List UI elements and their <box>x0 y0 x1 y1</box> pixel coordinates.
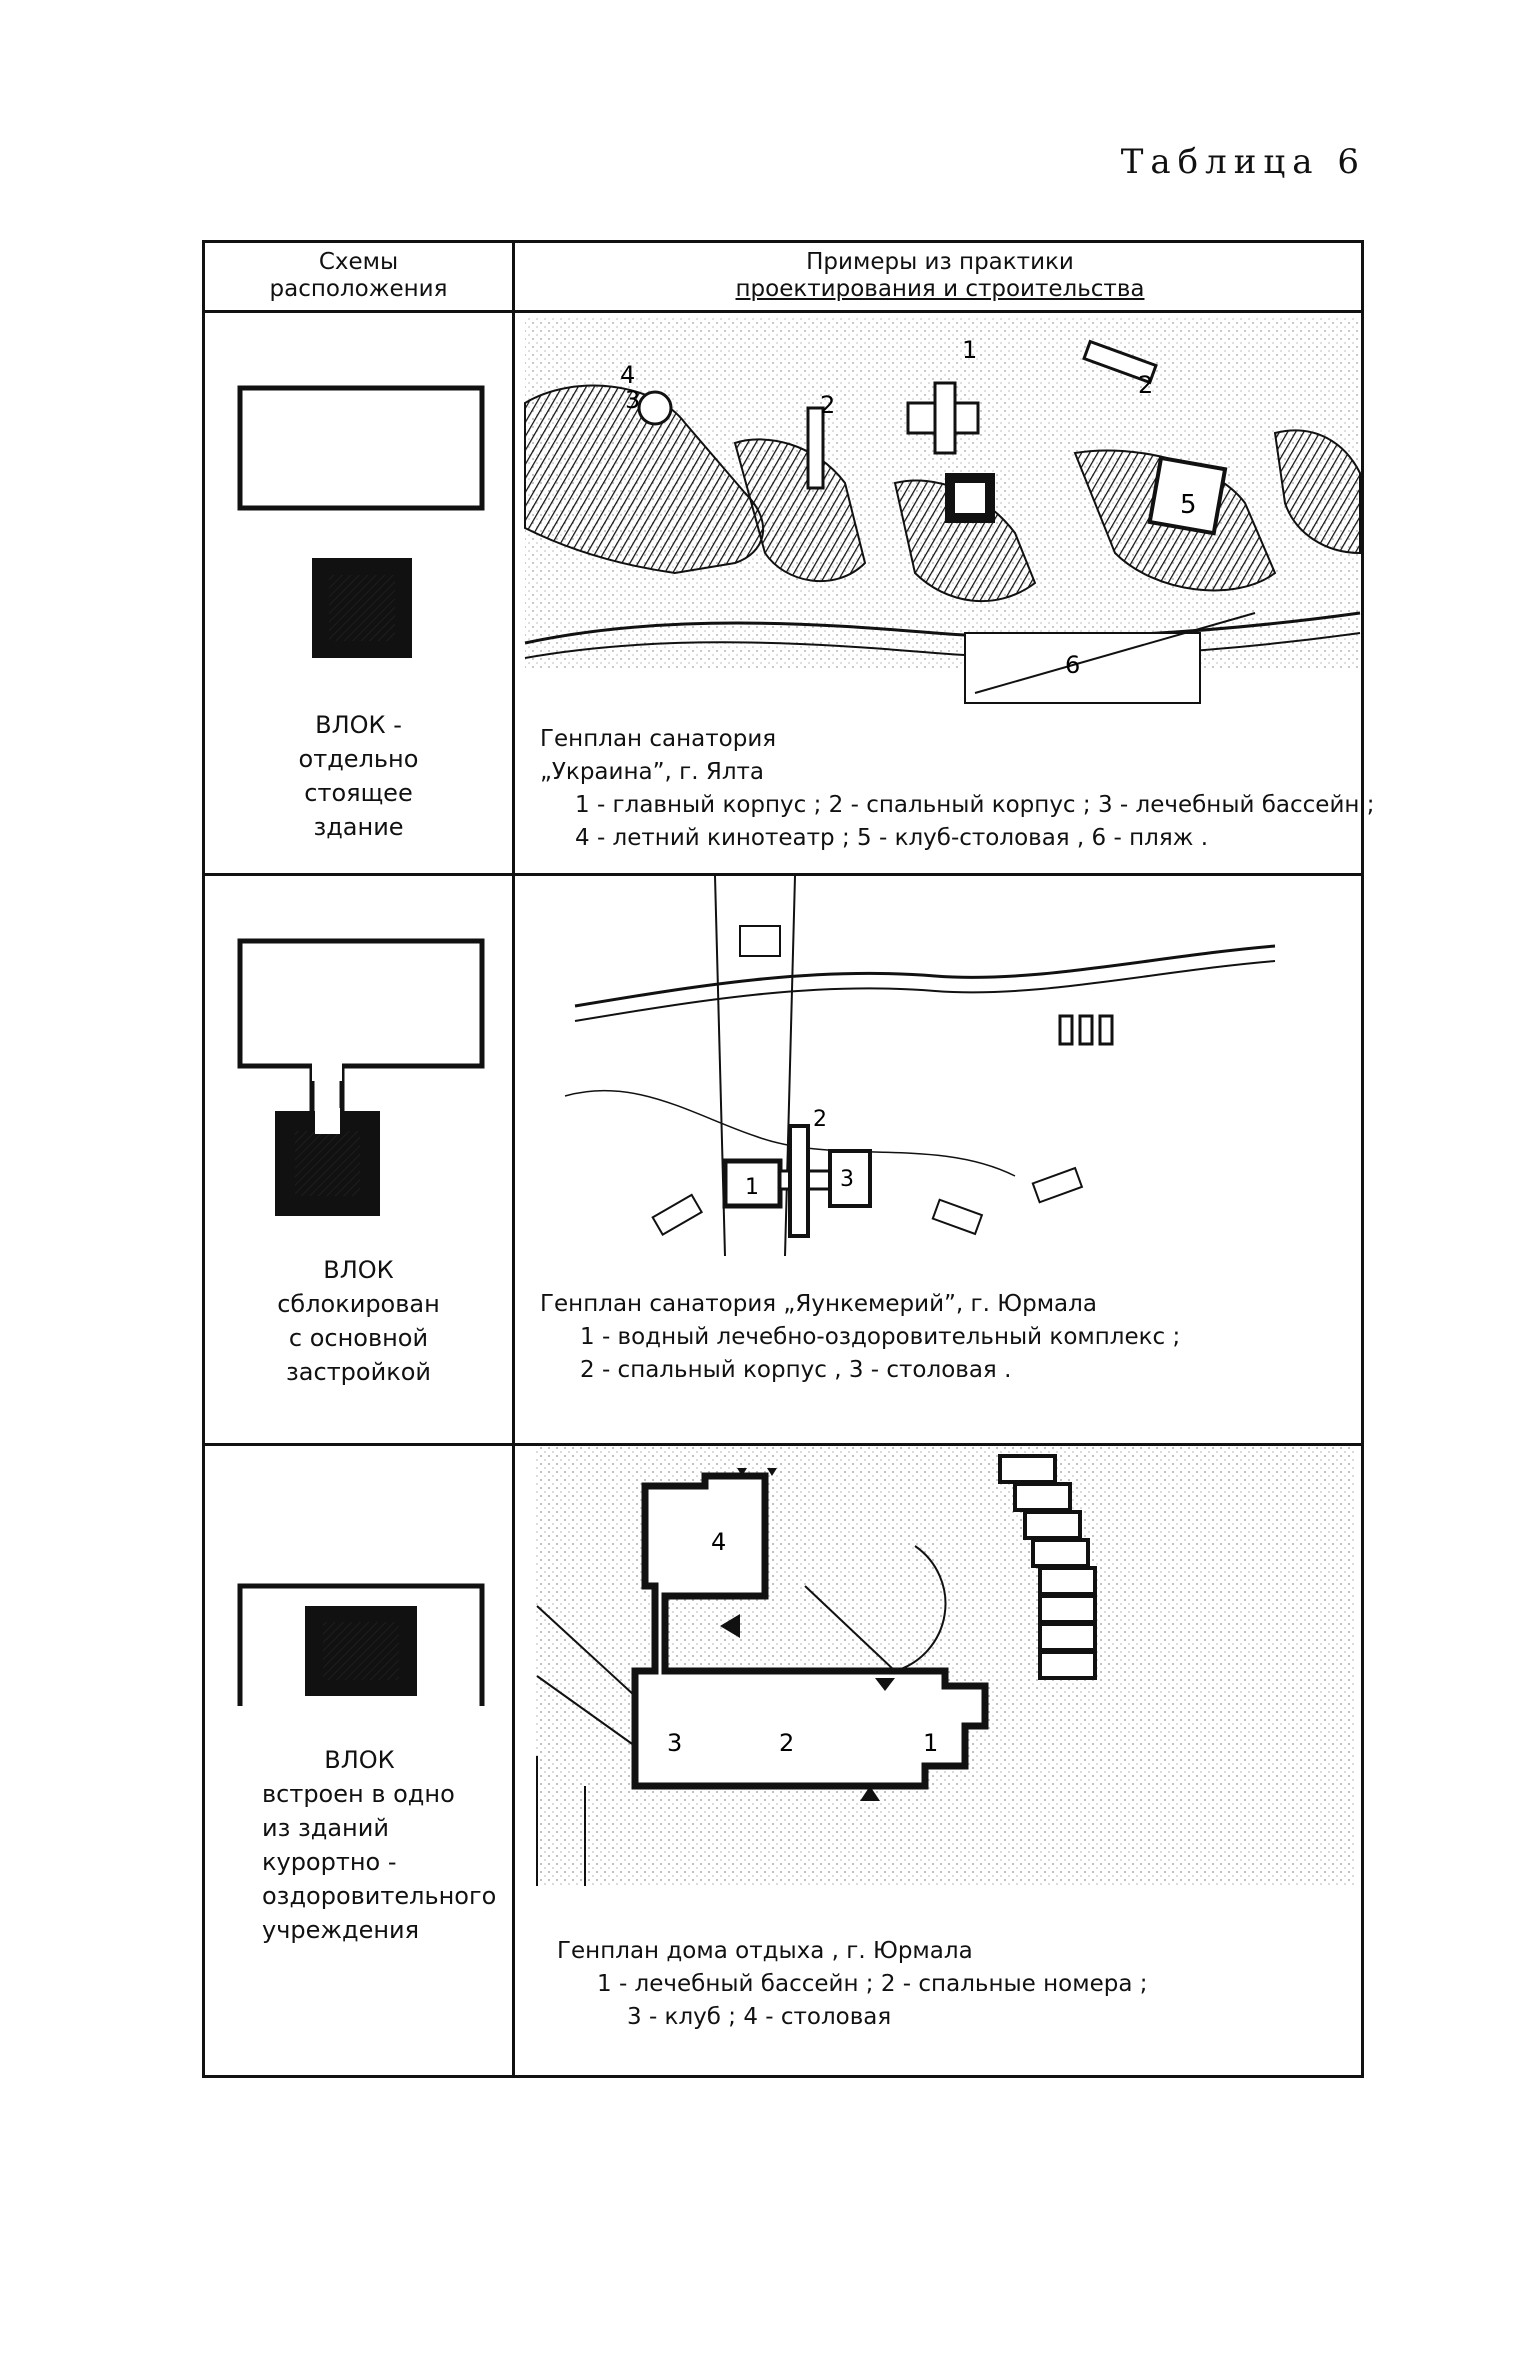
schema-label-3: ВЛОК встроен в одно из зданий курортно -… <box>262 1746 497 1944</box>
schema-built-in-building <box>237 1583 485 1706</box>
column-divider <box>512 243 515 2075</box>
schema-blocked-building <box>237 938 485 1216</box>
schema-label-1: ВЛОК - отдельно стоящее здание <box>298 711 419 841</box>
schema-label-2: ВЛОК сблокирован с основной застройкой <box>277 1256 440 1386</box>
caption-name-1: „Украина”, г. Ялта <box>540 759 765 785</box>
plan-jaunkemeri-sanatorium: 1 2 3 <box>564 876 1276 1257</box>
plan1-num-2: 2 <box>820 391 835 419</box>
plan3-num-3: 3 <box>667 1729 682 1757</box>
plan2-num-2: 2 <box>813 1107 827 1132</box>
caption-title-2: Генплан санатория „Яункемерий”, г. Юрмал… <box>540 1291 1097 1317</box>
plan1-num-4: 4 <box>620 361 635 389</box>
plan2-num-3: 3 <box>840 1167 854 1192</box>
plan3-num-1: 1 <box>923 1729 938 1757</box>
scheme-table: Схемы расположения Примеры из практики п… <box>202 240 1375 2078</box>
row-divider-2 <box>205 1443 1361 1446</box>
cottages <box>998 1454 1097 1680</box>
caption-row-1: Генплан санатория „Украина”, г. Ялта 1 -… <box>540 723 1375 855</box>
schema-detached-building <box>237 385 485 658</box>
row-divider-1 <box>205 873 1361 876</box>
plan-rest-house: 4 3 2 1 <box>535 1446 1355 1886</box>
header-left: Схемы расположения <box>269 249 448 302</box>
plan-ukraina-sanatorium: 1 2 2 3 4 5 6 <box>524 318 1361 704</box>
caption-row-3: Генплан дома отдыха , г. Юрмала 1 - лече… <box>557 1935 1147 2034</box>
caption-title-3: Генплан дома отдыха , г. Юрмала <box>557 1938 973 1964</box>
plan2-num-1: 1 <box>745 1175 759 1200</box>
plan1-num-1: 1 <box>962 336 977 364</box>
page-title: Таблица 6 <box>1120 142 1366 182</box>
header-right: Примеры из практики проектирования и стр… <box>735 249 1145 302</box>
plan1-num-3: 3 <box>625 386 640 414</box>
plan1-num-2b: 2 <box>1138 371 1153 399</box>
plan1-num-5: 5 <box>1180 490 1197 520</box>
plan3-num-2: 2 <box>779 1729 794 1757</box>
caption-title-1: Генплан санатория <box>540 726 777 752</box>
header-divider <box>205 310 1361 313</box>
plan3-num-4: 4 <box>711 1528 726 1556</box>
caption-row-2: Генплан санатория „Яункемерий”, г. Юрмал… <box>540 1288 1180 1387</box>
plan1-num-6: 6 <box>1065 651 1080 679</box>
